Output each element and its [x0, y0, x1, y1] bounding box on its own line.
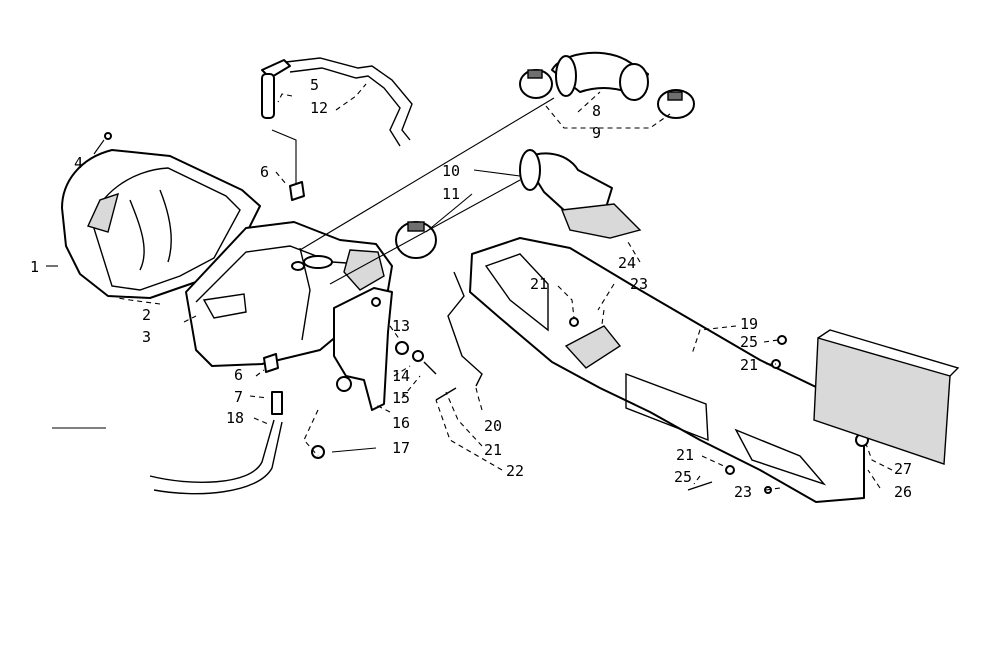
- callout-21-mid: 21: [484, 441, 502, 459]
- part-foam-24: [561, 203, 642, 239]
- hardware: [104, 132, 787, 494]
- callout-13: 13: [392, 317, 410, 335]
- callout-20: 20: [484, 417, 502, 435]
- callout-23-top: 23: [630, 275, 648, 293]
- callout-19: 19: [740, 315, 758, 333]
- callout-18: 18: [226, 409, 244, 427]
- part-elbow-8: [551, 51, 649, 101]
- callout-3: 3: [142, 328, 151, 346]
- callout-27: 27: [894, 460, 912, 478]
- callout-17: 17: [392, 439, 410, 457]
- callout-15: 15: [392, 389, 410, 407]
- part-duct-19: [469, 237, 869, 503]
- callout-21-bottom: 21: [676, 446, 694, 464]
- callout-2: 2: [142, 306, 151, 324]
- callout-7: 7: [234, 388, 243, 406]
- part-cover-1: [61, 149, 261, 299]
- callout-5: 5: [310, 76, 319, 94]
- callout-26: 26: [894, 483, 912, 501]
- callout-4: 4: [74, 154, 83, 172]
- callout-24: 24: [618, 254, 636, 272]
- part-bracket-16: [333, 287, 393, 411]
- callout-9: 9: [592, 124, 601, 142]
- callout-12: 12: [310, 99, 328, 117]
- callout-11: 11: [442, 185, 460, 203]
- leader-lines: [46, 83, 893, 491]
- callout-21-top: 21: [530, 275, 548, 293]
- part-clamp-11: [395, 221, 437, 259]
- callout-labels: 1 2 3 4 5 12 6 6 7 18 8 9 10 11 24 21 23…: [30, 76, 912, 501]
- callout-14: 14: [392, 367, 410, 385]
- part-hose-18: [149, 391, 283, 495]
- callout-6-lower: 6: [234, 366, 243, 384]
- callout-16: 16: [392, 414, 410, 432]
- part-vent-hose-12: [261, 57, 413, 147]
- callout-22: 22: [506, 462, 524, 480]
- part-rod-20: [447, 271, 483, 387]
- part-intake-elbow-10: [519, 149, 613, 215]
- callout-6-upper: 6: [260, 163, 269, 181]
- callout-23-bottom: 23: [734, 483, 752, 501]
- callout-25-lower: 25: [674, 468, 692, 486]
- part-filter-27: [813, 329, 960, 465]
- part-clamp-9: [519, 69, 695, 119]
- callout-10: 10: [442, 162, 460, 180]
- callout-8: 8: [592, 102, 601, 120]
- callout-25-upper: 25: [740, 333, 758, 351]
- callout-1: 1: [30, 258, 39, 276]
- callout-21-right: 21: [740, 356, 758, 374]
